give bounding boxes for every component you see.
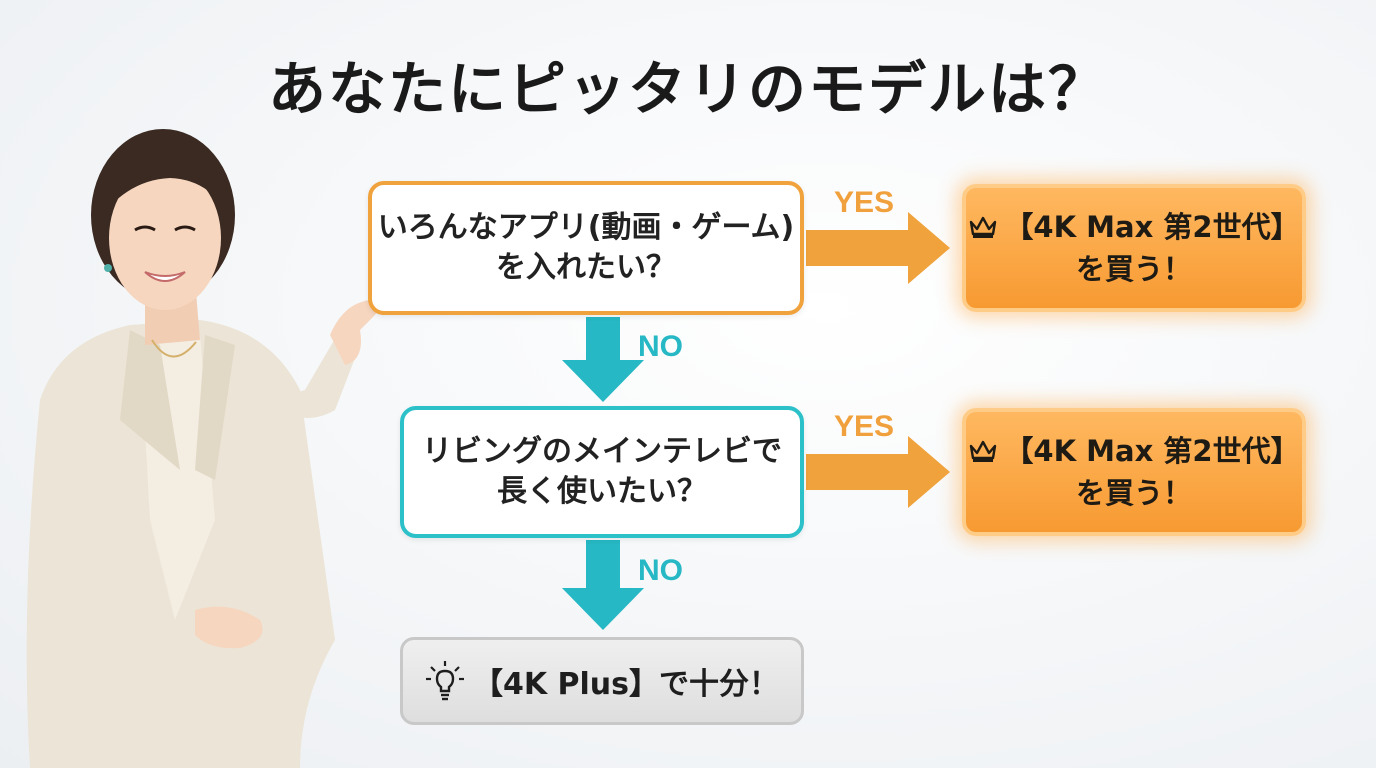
question-box-apps: いろんなアプリ(動画・ゲーム) を入れたい？ xyxy=(368,181,804,315)
question-1-line-1: いろんなアプリ(動画・ゲーム) xyxy=(377,209,795,245)
yes-label-1: YES xyxy=(834,186,895,219)
no-label-2: NO xyxy=(638,554,683,587)
yes-arrow-1 xyxy=(806,212,950,284)
yes-label-2: YES xyxy=(834,410,895,443)
yes-arrow-2 xyxy=(806,436,950,508)
final-box-4k-plus: 【4K Plus】で十分！ xyxy=(400,637,804,725)
no-label-1: NO xyxy=(638,330,683,363)
question-box-living-tv: リビングのメインテレビで 長く使いたい？ xyxy=(400,406,804,538)
lightbulb-icon xyxy=(425,661,464,701)
no-arrow-1 xyxy=(562,317,644,402)
result-2-line-1: 【4K Max 第2世代】 xyxy=(1004,433,1300,468)
no-arrow-2 xyxy=(562,540,644,630)
result-2-line-2: を買う！ xyxy=(1075,476,1192,510)
crown-icon xyxy=(970,216,997,238)
question-1-line-2: を入れたい？ xyxy=(496,250,676,285)
crown-icon xyxy=(970,440,997,462)
question-2-line-1: リビングのメインテレビで xyxy=(422,433,782,469)
presenter-woman-illustration xyxy=(26,129,390,768)
result-box-4k-max-2: 【4K Max 第2世代】 を買う！ xyxy=(962,408,1306,536)
question-2-line-2: 長く使いたい？ xyxy=(497,474,707,509)
page-title: あなたにピッタリのモデルは？ xyxy=(267,55,1108,123)
result-1-line-2: を買う！ xyxy=(1075,252,1192,286)
final-text: 【4K Plus】で十分！ xyxy=(472,667,780,702)
result-1-line-1: 【4K Max 第2世代】 xyxy=(1004,209,1300,244)
result-box-4k-max-1: 【4K Max 第2世代】 を買う！ xyxy=(962,184,1306,312)
